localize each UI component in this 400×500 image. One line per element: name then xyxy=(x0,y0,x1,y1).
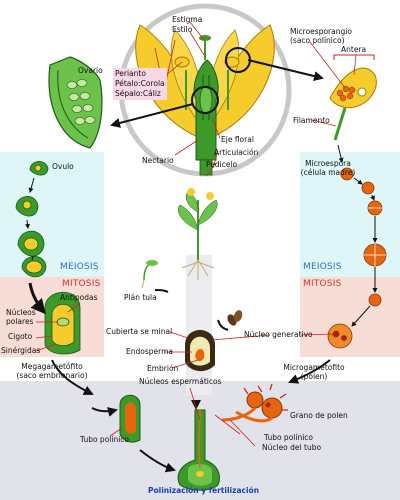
label-pollen-tube-right: Tubo polínico xyxy=(264,433,313,442)
flower-illustration xyxy=(135,24,275,176)
right-mitosis-band xyxy=(300,277,400,357)
label-ovary: Ovario xyxy=(78,66,103,75)
label-right-meiosis: MEIOSIS xyxy=(303,262,342,272)
microspore-cells xyxy=(327,167,387,349)
cycle-arrows xyxy=(51,289,331,395)
label-megagametophyte: Megagametófito (saco embrionario) xyxy=(16,362,88,380)
ovary-illustration xyxy=(48,56,103,149)
label-pedicel: Pedicelo xyxy=(206,160,238,169)
label-ovule: Ovulo xyxy=(52,162,74,171)
label-zygote: Cigoto xyxy=(8,332,33,341)
left-meiosis-band xyxy=(0,152,104,277)
label-seed-coat: Cubierta se minal xyxy=(106,327,173,336)
stamen-leader-lines xyxy=(309,41,357,127)
label-sepal: Sépalo:Cáliz xyxy=(115,89,161,98)
label-left-mitosis: MITOSIS xyxy=(62,279,101,289)
label-left-meiosis: MEIOSIS xyxy=(60,262,99,272)
seed-leader-lines xyxy=(165,331,336,369)
label-microspore: Microespora (célula madre) xyxy=(300,159,356,177)
seedling xyxy=(141,260,158,289)
ovary-zoom-circle xyxy=(191,86,219,114)
arrow-microsporangium-to-microspore xyxy=(337,144,344,163)
label-anther: Antera xyxy=(341,45,367,54)
label-microgametophyte: Microgametofito (polen) xyxy=(283,363,345,381)
small-plant xyxy=(177,188,218,280)
arrow-flower-to-ovary xyxy=(110,103,194,128)
arrow-flower-to-stamen xyxy=(247,59,324,81)
label-microsporangium: Microesporangio (saco polínico) xyxy=(290,27,352,45)
central-column xyxy=(186,255,212,395)
stamen-illustration xyxy=(329,54,377,141)
label-tube-nucleus: Núcleo del tubo xyxy=(262,443,322,452)
label-style: Estilo xyxy=(172,25,193,34)
fertilization-ovule-left xyxy=(119,394,141,443)
label-antipodals: Antipodas xyxy=(60,293,98,302)
label-stigma: Estigma xyxy=(172,15,203,24)
label-perianth: Perianto xyxy=(115,69,146,78)
fertilization-title: Polinización y fertilización xyxy=(148,486,260,495)
label-sperm-nuclei: Núcleos espermáticos xyxy=(139,377,222,386)
ovule-arrows xyxy=(25,177,46,315)
label-seedling: Plán tula xyxy=(124,293,157,302)
label-embryo: Embrión xyxy=(147,364,179,373)
label-pollen-tube-left: Tubo polínico xyxy=(80,435,129,444)
small-seeds xyxy=(227,310,243,326)
label-nectary: Nectario xyxy=(142,156,174,165)
seed-cross-section xyxy=(185,330,215,372)
ovule-cells xyxy=(15,161,81,355)
female-leader-lines xyxy=(35,302,81,352)
perianth-legend-box xyxy=(113,68,167,100)
fertilization-pistil xyxy=(177,409,220,491)
label-filament: Filamento xyxy=(293,116,330,125)
label-articulation: Articulación xyxy=(214,148,259,157)
label-pollen-grain: Grano de polen xyxy=(290,411,348,420)
label-endosperm: Endosperma xyxy=(126,347,173,356)
label-generative-nucleus: Núcleo generativo xyxy=(244,330,313,339)
label-floral-axis: Eje floral xyxy=(221,135,254,144)
fertilization-leader-lines xyxy=(109,387,256,447)
label-synergids: Sinérgidas xyxy=(1,346,41,355)
label-polar-nuclei: Núcleos polares xyxy=(6,308,36,326)
pollen-grains xyxy=(221,383,288,423)
label-petal: Pétalo:Corola xyxy=(115,79,165,88)
microspore-arrows xyxy=(351,177,378,327)
label-right-mitosis: MITOSIS xyxy=(303,279,342,289)
